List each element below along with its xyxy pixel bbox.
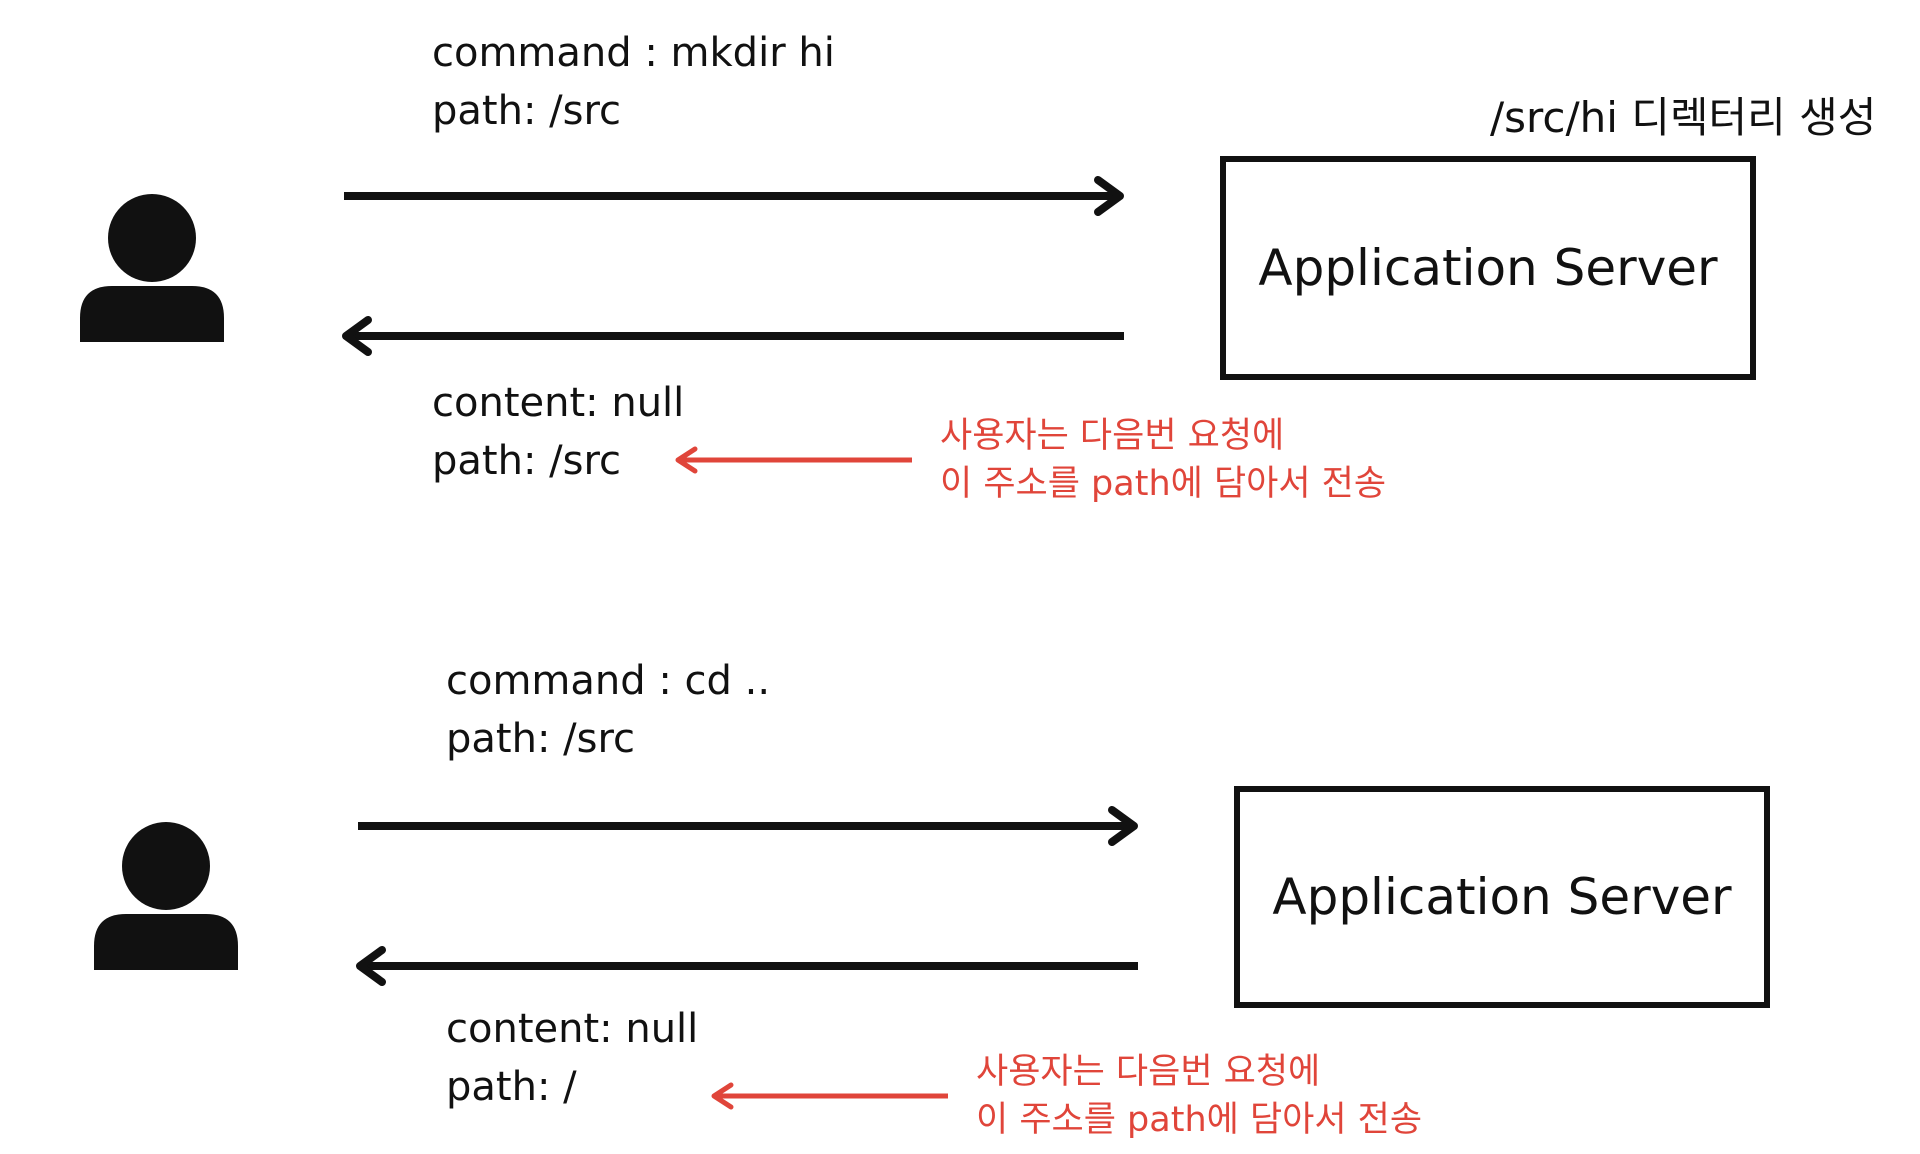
note-line-1: 사용자는 다음번 요청에 — [940, 416, 1285, 456]
request-arrow — [344, 176, 1124, 216]
note-line-2: 이 주소를 path에 담아서 전송 — [976, 1100, 1423, 1140]
response-arrow — [356, 946, 1138, 986]
request-command: command : mkdir hi — [432, 30, 835, 76]
response-text: content: null path: / — [446, 1000, 698, 1116]
response-content: content: null — [446, 1006, 699, 1052]
note-text: 사용자는 다음번 요청에 이 주소를 path에 담아서 전송 — [976, 1048, 1422, 1144]
response-content: content: null — [432, 380, 685, 426]
server-result: /src/hi 디렉터리 생성 — [1490, 93, 1877, 142]
user-icon — [94, 822, 238, 970]
server-label: Application Server — [1258, 239, 1718, 297]
response-path: path: /src — [432, 438, 622, 484]
response-arrow — [342, 316, 1124, 356]
server-label: Application Server — [1272, 868, 1732, 926]
note-text: 사용자는 다음번 요청에 이 주소를 path에 담아서 전송 — [940, 412, 1386, 508]
application-server-box: Application Server — [1234, 786, 1770, 1008]
request-text: command : cd .. path: /src — [446, 652, 770, 768]
note-line-2: 이 주소를 path에 담아서 전송 — [940, 464, 1387, 504]
note-line-1: 사용자는 다음번 요청에 — [976, 1052, 1321, 1092]
application-server-box: Application Server — [1220, 156, 1756, 380]
request-path: path: /src — [432, 88, 622, 134]
response-path: path: / — [446, 1064, 577, 1110]
user-icon — [80, 194, 224, 342]
request-arrow — [358, 806, 1138, 846]
request-text: command : mkdir hi path: /src — [432, 24, 835, 140]
request-command: command : cd .. — [446, 658, 771, 704]
note-arrow — [675, 446, 912, 474]
response-text: content: null path: /src — [432, 374, 684, 490]
note-arrow — [711, 1082, 948, 1110]
request-path: path: /src — [446, 716, 636, 762]
